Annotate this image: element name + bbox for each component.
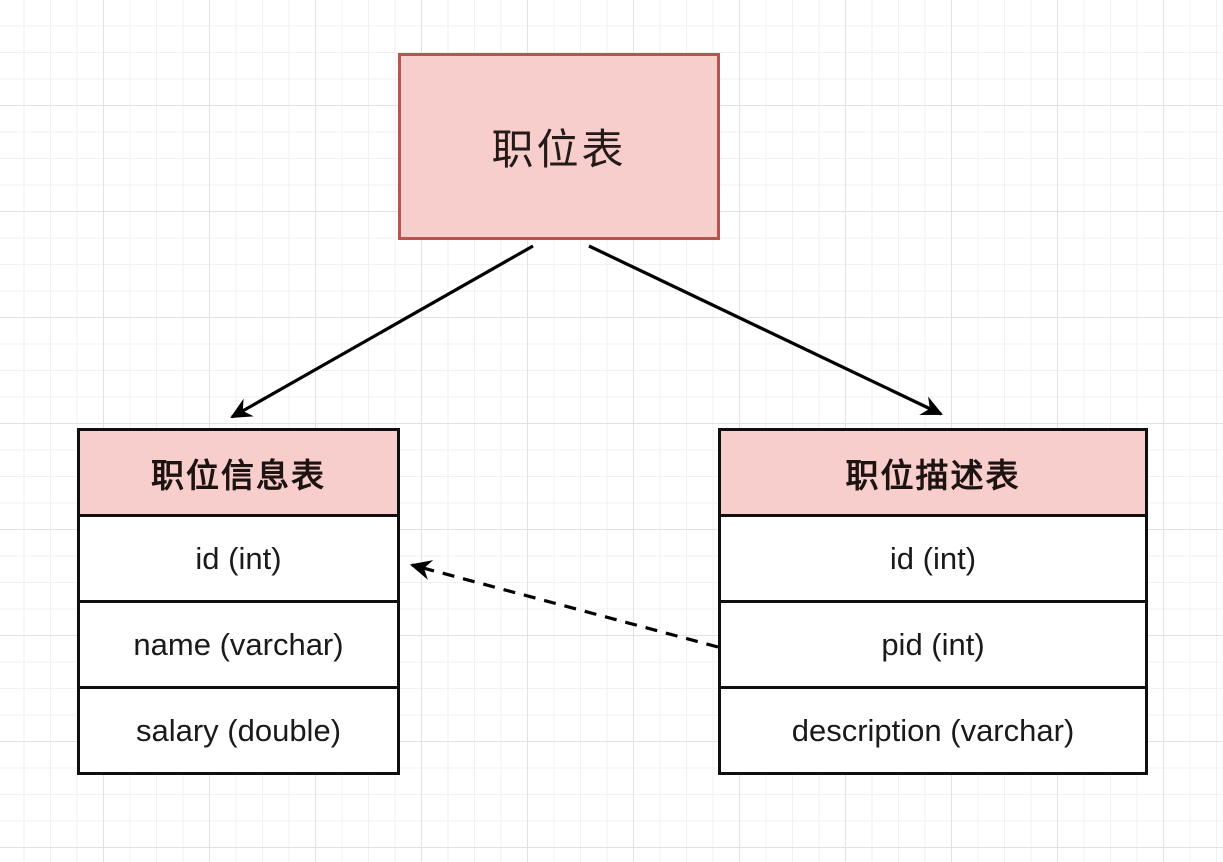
node-position-table: 职位表 bbox=[398, 53, 720, 240]
table-row-pid: pid (int) bbox=[721, 600, 1145, 686]
table-row-id: id (int) bbox=[80, 514, 397, 600]
edge-root-to-desc-arrow bbox=[588, 244, 943, 416]
table-position-info-header: 职位信息表 bbox=[80, 431, 397, 514]
edge-pid-to-id-dashed-arrow bbox=[409, 560, 719, 649]
edge-root-to-info-arrow bbox=[230, 244, 534, 419]
table-position-description-header: 职位描述表 bbox=[721, 431, 1145, 514]
table-row-salary: salary (double) bbox=[80, 686, 397, 772]
table-row-name: name (varchar) bbox=[80, 600, 397, 686]
table-position-info: 职位信息表 id (int) name (varchar) salary (do… bbox=[77, 428, 400, 775]
table-position-description: 职位描述表 id (int) pid (int) description (va… bbox=[718, 428, 1148, 775]
node-position-table-label: 职位表 bbox=[491, 125, 627, 174]
table-row-id: id (int) bbox=[721, 514, 1145, 600]
table-row-description: description (varchar) bbox=[721, 686, 1145, 772]
